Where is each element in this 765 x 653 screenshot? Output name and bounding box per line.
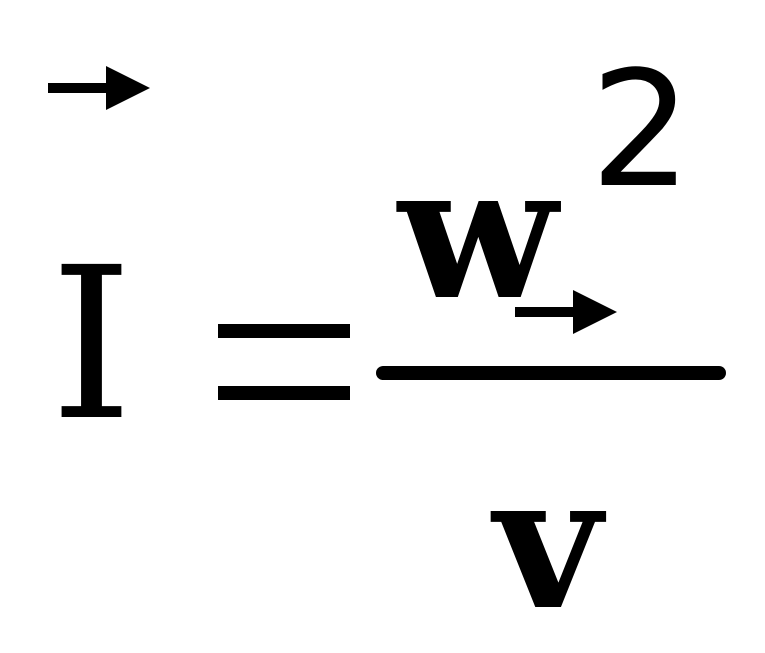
equals-sign	[218, 324, 350, 400]
vector-arrow-icon	[48, 66, 150, 110]
fraction-bar	[376, 366, 726, 380]
vector-arrow-icon	[515, 290, 617, 334]
numerator-exponent: 2	[590, 36, 692, 223]
denominator: v	[494, 433, 602, 651]
numerator-base: w	[398, 123, 558, 341]
lhs-symbol: I	[50, 222, 133, 467]
